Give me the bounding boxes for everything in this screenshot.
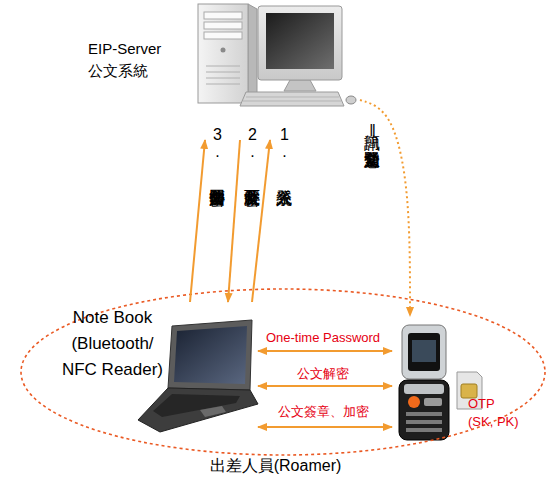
node-label: OTP (SK, PK): [468, 395, 521, 431]
dashed-ellipse: [21, 289, 545, 455]
drive-bay: [204, 12, 242, 19]
connector-arrow: [228, 140, 240, 302]
edge-label: One-time Password: [266, 330, 380, 346]
edge-label: 3. 公文簽署加密回傳: [207, 126, 227, 177]
phone-lower: [399, 380, 449, 440]
phone-upper: [402, 325, 446, 379]
edge-label: 2. 公文下載及解密: [242, 126, 262, 177]
edge-label: 公文簽章、加密: [278, 404, 369, 420]
edge-label: 1. 系統登入: [274, 126, 294, 177]
phone-keys: [406, 420, 442, 424]
monitor-frame: [258, 6, 342, 80]
laptop-base: [138, 388, 258, 432]
vent-line: [206, 72, 240, 73]
node-label: Note Book (Bluetooth/ NFC Reader): [55, 305, 170, 383]
server-computer: [198, 4, 356, 106]
sim-chip: [461, 384, 477, 398]
phone-node: OTP (SK, PK): [392, 316, 542, 440]
tower-case: [198, 4, 248, 103]
tower-side: [248, 4, 257, 103]
monitor-screen: [266, 13, 334, 69]
edge-label: 簡訊‖緊急公文通知: [362, 122, 382, 139]
connector-arrow: [258, 350, 392, 352]
phone-band: [404, 384, 444, 394]
node-label: EIP-Server 公文系統: [88, 38, 178, 82]
connector-arrow: [252, 140, 270, 302]
server-node: EIP-Server 公文系統: [85, 5, 360, 140]
connector-arrow: [258, 385, 392, 387]
key-row: [243, 101, 341, 102]
monitor-stand: [284, 80, 316, 91]
phone-display: [412, 340, 436, 362]
node-label: 出差人員(Roamer): [18, 456, 533, 476]
laptop-lid: [168, 320, 252, 390]
phone-logo: [408, 396, 420, 408]
phone-keys: [406, 428, 442, 432]
vent-line: [206, 66, 240, 67]
roamer-group: 出差人員(Roamer) Note Book (Bluetooth/ NFC Re…: [18, 286, 548, 486]
mouse: [346, 96, 356, 104]
laptop-screen: [174, 326, 247, 384]
phone-keys: [406, 412, 442, 416]
laptop-keyboard: [153, 394, 240, 417]
drive-bay: [204, 22, 242, 29]
drive-bay: [204, 32, 242, 39]
connector-arrow: [360, 100, 410, 316]
laptop-touchpad: [200, 406, 226, 417]
phone-screen-frame: [408, 333, 440, 371]
edge-label: 公文解密: [297, 366, 349, 382]
key-row: [246, 97, 339, 98]
notebook-node: Note Book (Bluetooth/ NFC Reader): [50, 302, 258, 440]
connector-arrow: [190, 140, 205, 302]
vent-line: [206, 78, 240, 79]
power-button: [221, 48, 226, 53]
phone-keys: [424, 398, 442, 406]
mobile-phone: [399, 325, 449, 440]
connector-arrow: [258, 426, 392, 428]
vent-line: [206, 84, 240, 85]
keyboard: [240, 92, 344, 106]
